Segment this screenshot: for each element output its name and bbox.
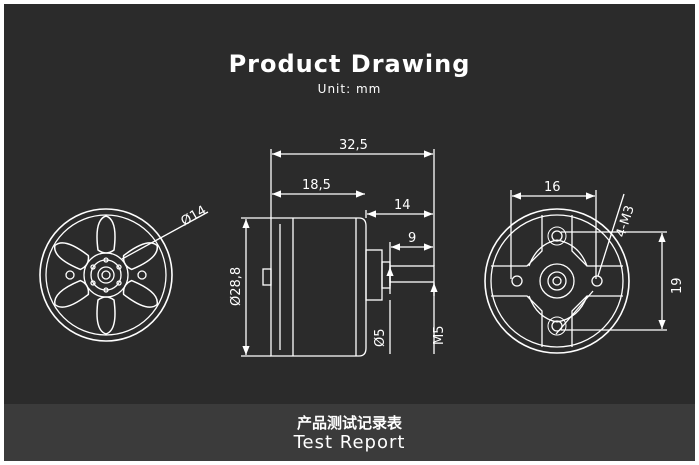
footer-bar	[4, 404, 695, 461]
rotor-front-view	[39, 208, 209, 342]
technical-drawing: Ø14	[39, 138, 685, 357]
unit-label: Unit: mm	[317, 82, 382, 96]
dim-shaft-thread: M5	[432, 326, 447, 346]
dim-body-length: 18,5	[302, 178, 331, 193]
dim-shaft-tip: 9	[408, 231, 416, 246]
dim-mount-holes: 4-M3	[614, 204, 638, 240]
motor-side-view	[241, 149, 435, 357]
page-title: Product Drawing	[228, 50, 471, 78]
dim-body-diameter: Ø28,8	[229, 267, 244, 306]
stator-rear-view	[484, 190, 667, 354]
dim-shaft-extension: 14	[394, 198, 411, 213]
dim-overall-length: 32,5	[339, 138, 368, 153]
front-diameter-label: Ø14	[179, 203, 210, 229]
dim-shaft-diameter: Ø5	[373, 328, 388, 347]
dim-hole-spacing-v: 19	[670, 277, 685, 294]
drawing-frame: Product Drawing Unit: mm	[4, 4, 695, 461]
rotor-spokes	[53, 215, 159, 335]
footer-title-en: Test Report	[293, 432, 406, 453]
dim-hole-spacing-h: 16	[544, 180, 561, 195]
footer-title-cn: 产品测试记录表	[296, 414, 402, 432]
